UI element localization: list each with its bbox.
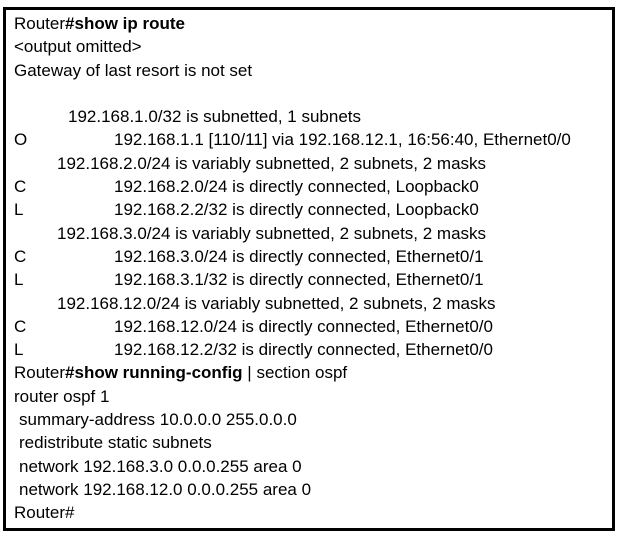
cli-line-blank (14, 82, 606, 105)
route-entry-line: C 192.168.2.0/24 is directly connected, L… (14, 175, 606, 198)
cli-line-output-omitted: <output omitted> (14, 35, 606, 58)
route-entry-line: C 192.168.12.0/24 is directly connected, … (14, 315, 606, 338)
line-text: 192.168.1.0/32 is subnetted, 1 subnets (68, 107, 362, 127)
route-text: 192.168.12.0/24 is directly connected, E… (114, 316, 493, 336)
command-pipe-text: | section ospf (242, 363, 348, 383)
ospf-config-line: redistribute static subnets (14, 431, 606, 454)
prompt-text: Router# (14, 503, 75, 523)
route-code: C (14, 177, 27, 197)
route-code: L (14, 200, 24, 220)
route-entry-line: C 192.168.3.0/24 is directly connected, E… (14, 245, 606, 268)
route-entry-line: O 192.168.1.1 [110/11] via 192.168.12.1, … (14, 128, 606, 151)
command-text: #show ip route (65, 14, 185, 33)
route-text: 192.168.12.2/32 is directly connected, E… (114, 340, 493, 360)
route-code: L (14, 340, 24, 360)
subnet-summary-line: 192.168.1.0/32 is subnetted, 1 subnets (14, 105, 606, 128)
route-entry-line: L 192.168.3.1/32 is directly connected, E… (14, 268, 606, 291)
route-entry-line: L 192.168.2.2/32 is directly connected, L… (14, 198, 606, 221)
command-text: #show running-config (65, 363, 243, 383)
subnet-summary-line: 192.168.3.0/24 is variably subnetted, 2 … (14, 222, 606, 245)
terminal-output-panel: Router#show ip route <output omitted> Ga… (3, 7, 615, 531)
cli-line-router-ospf: router ospf 1 (14, 385, 606, 408)
ospf-config-line: summary-address 10.0.0.0 255.0.0.0 (14, 408, 606, 431)
line-text: Gateway of last resort is not set (14, 60, 253, 80)
route-text: 192.168.2.0/24 is directly connected, Lo… (114, 177, 479, 197)
route-text: 192.168.1.1 [110/11] via 192.168.12.1, 1… (114, 130, 571, 150)
cli-line-show-running-config: Router#show running-config | section osp… (14, 361, 606, 384)
route-text: 192.168.3.1/32 is directly connected, Et… (114, 270, 484, 290)
line-text: network 192.168.3.0 0.0.0.255 area 0 (19, 456, 302, 476)
cli-line-show-ip-route: Router#show ip route (14, 12, 606, 35)
subnet-summary-line: 192.168.12.0/24 is variably subnetted, 2… (14, 292, 606, 315)
route-entry-line: L 192.168.12.2/32 is directly connected, … (14, 338, 606, 361)
line-text: router ospf 1 (14, 386, 110, 406)
line-text: 192.168.2.0/24 is variably subnetted, 2 … (57, 153, 487, 173)
line-text: <output omitted> (14, 37, 142, 57)
line-text: redistribute static subnets (19, 433, 212, 453)
route-code: C (14, 246, 27, 266)
route-code: L (14, 270, 24, 290)
line-text: network 192.168.12.0 0.0.0.255 area 0 (19, 479, 312, 499)
route-code: O (14, 130, 28, 150)
prompt-text: Router (14, 14, 66, 33)
subnet-summary-line: 192.168.2.0/24 is variably subnetted, 2 … (14, 152, 606, 175)
prompt-text: Router (14, 363, 66, 383)
cli-line-gateway: Gateway of last resort is not set (14, 59, 606, 82)
line-text: 192.168.3.0/24 is variably subnetted, 2 … (57, 223, 487, 243)
ospf-config-line: network 192.168.3.0 0.0.0.255 area 0 (14, 455, 606, 478)
line-text: summary-address 10.0.0.0 255.0.0.0 (19, 410, 297, 430)
route-code: C (14, 316, 27, 336)
route-text: 192.168.3.0/24 is directly connected, Et… (114, 246, 484, 266)
ospf-config-line: network 192.168.12.0 0.0.0.255 area 0 (14, 478, 606, 501)
route-text: 192.168.2.2/32 is directly connected, Lo… (114, 200, 479, 220)
line-text: 192.168.12.0/24 is variably subnetted, 2… (57, 293, 496, 313)
cli-line-prompt: Router# (14, 501, 606, 524)
